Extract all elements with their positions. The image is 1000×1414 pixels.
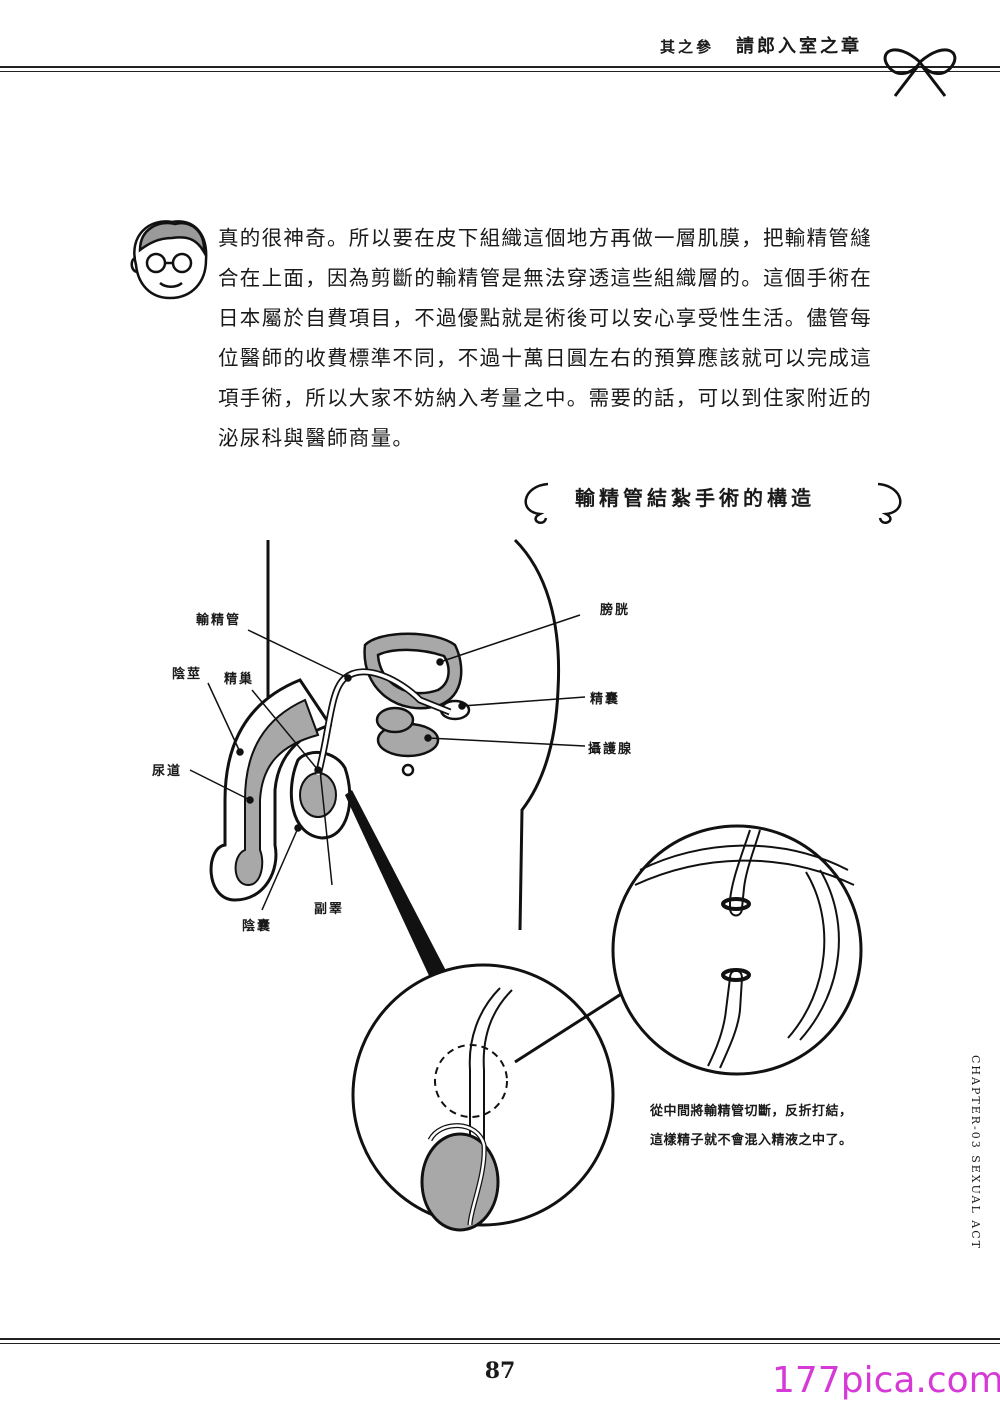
magnified-view-after	[613, 826, 861, 1074]
body-paragraph: 真的很神奇。所以要在皮下組織這個地方再做一層肌膜，把輸精管縫 合在上面，因為剪斷…	[218, 218, 908, 458]
label-urethra: 尿道	[152, 760, 182, 779]
label-scrotum: 陰囊	[242, 915, 272, 934]
watermark: 177pica.com	[772, 1360, 1000, 1401]
magnified-view-before	[353, 965, 613, 1230]
label-vas-deferens: 輸精管	[196, 609, 241, 628]
label-penis: 陰莖	[172, 663, 202, 682]
label-testis: 精巢	[224, 668, 254, 687]
label-bladder: 膀胱	[600, 599, 630, 618]
doctor-avatar-icon	[132, 221, 206, 298]
diagram-heading: 輸精管結紮手術的構造	[575, 482, 815, 511]
heading-bracket-left-icon	[526, 484, 548, 523]
label-seminal-vesicle: 精囊	[590, 688, 620, 707]
zoom-pointer	[345, 790, 455, 995]
label-prostate: 攝護腺	[588, 738, 633, 757]
ribbon-bow-icon	[885, 50, 955, 96]
chapter-side-label: CHAPTER-03 SEXUAL ACT	[958, 1055, 982, 1265]
diagram-caption: 從中間將輸精管切斷，反折打結， 這樣精子就不會混入精液之中了。	[650, 1097, 853, 1155]
organs-illustration	[318, 634, 469, 775]
label-epididymis: 副睪	[314, 898, 344, 917]
heading-bracket-right-icon	[878, 484, 900, 523]
